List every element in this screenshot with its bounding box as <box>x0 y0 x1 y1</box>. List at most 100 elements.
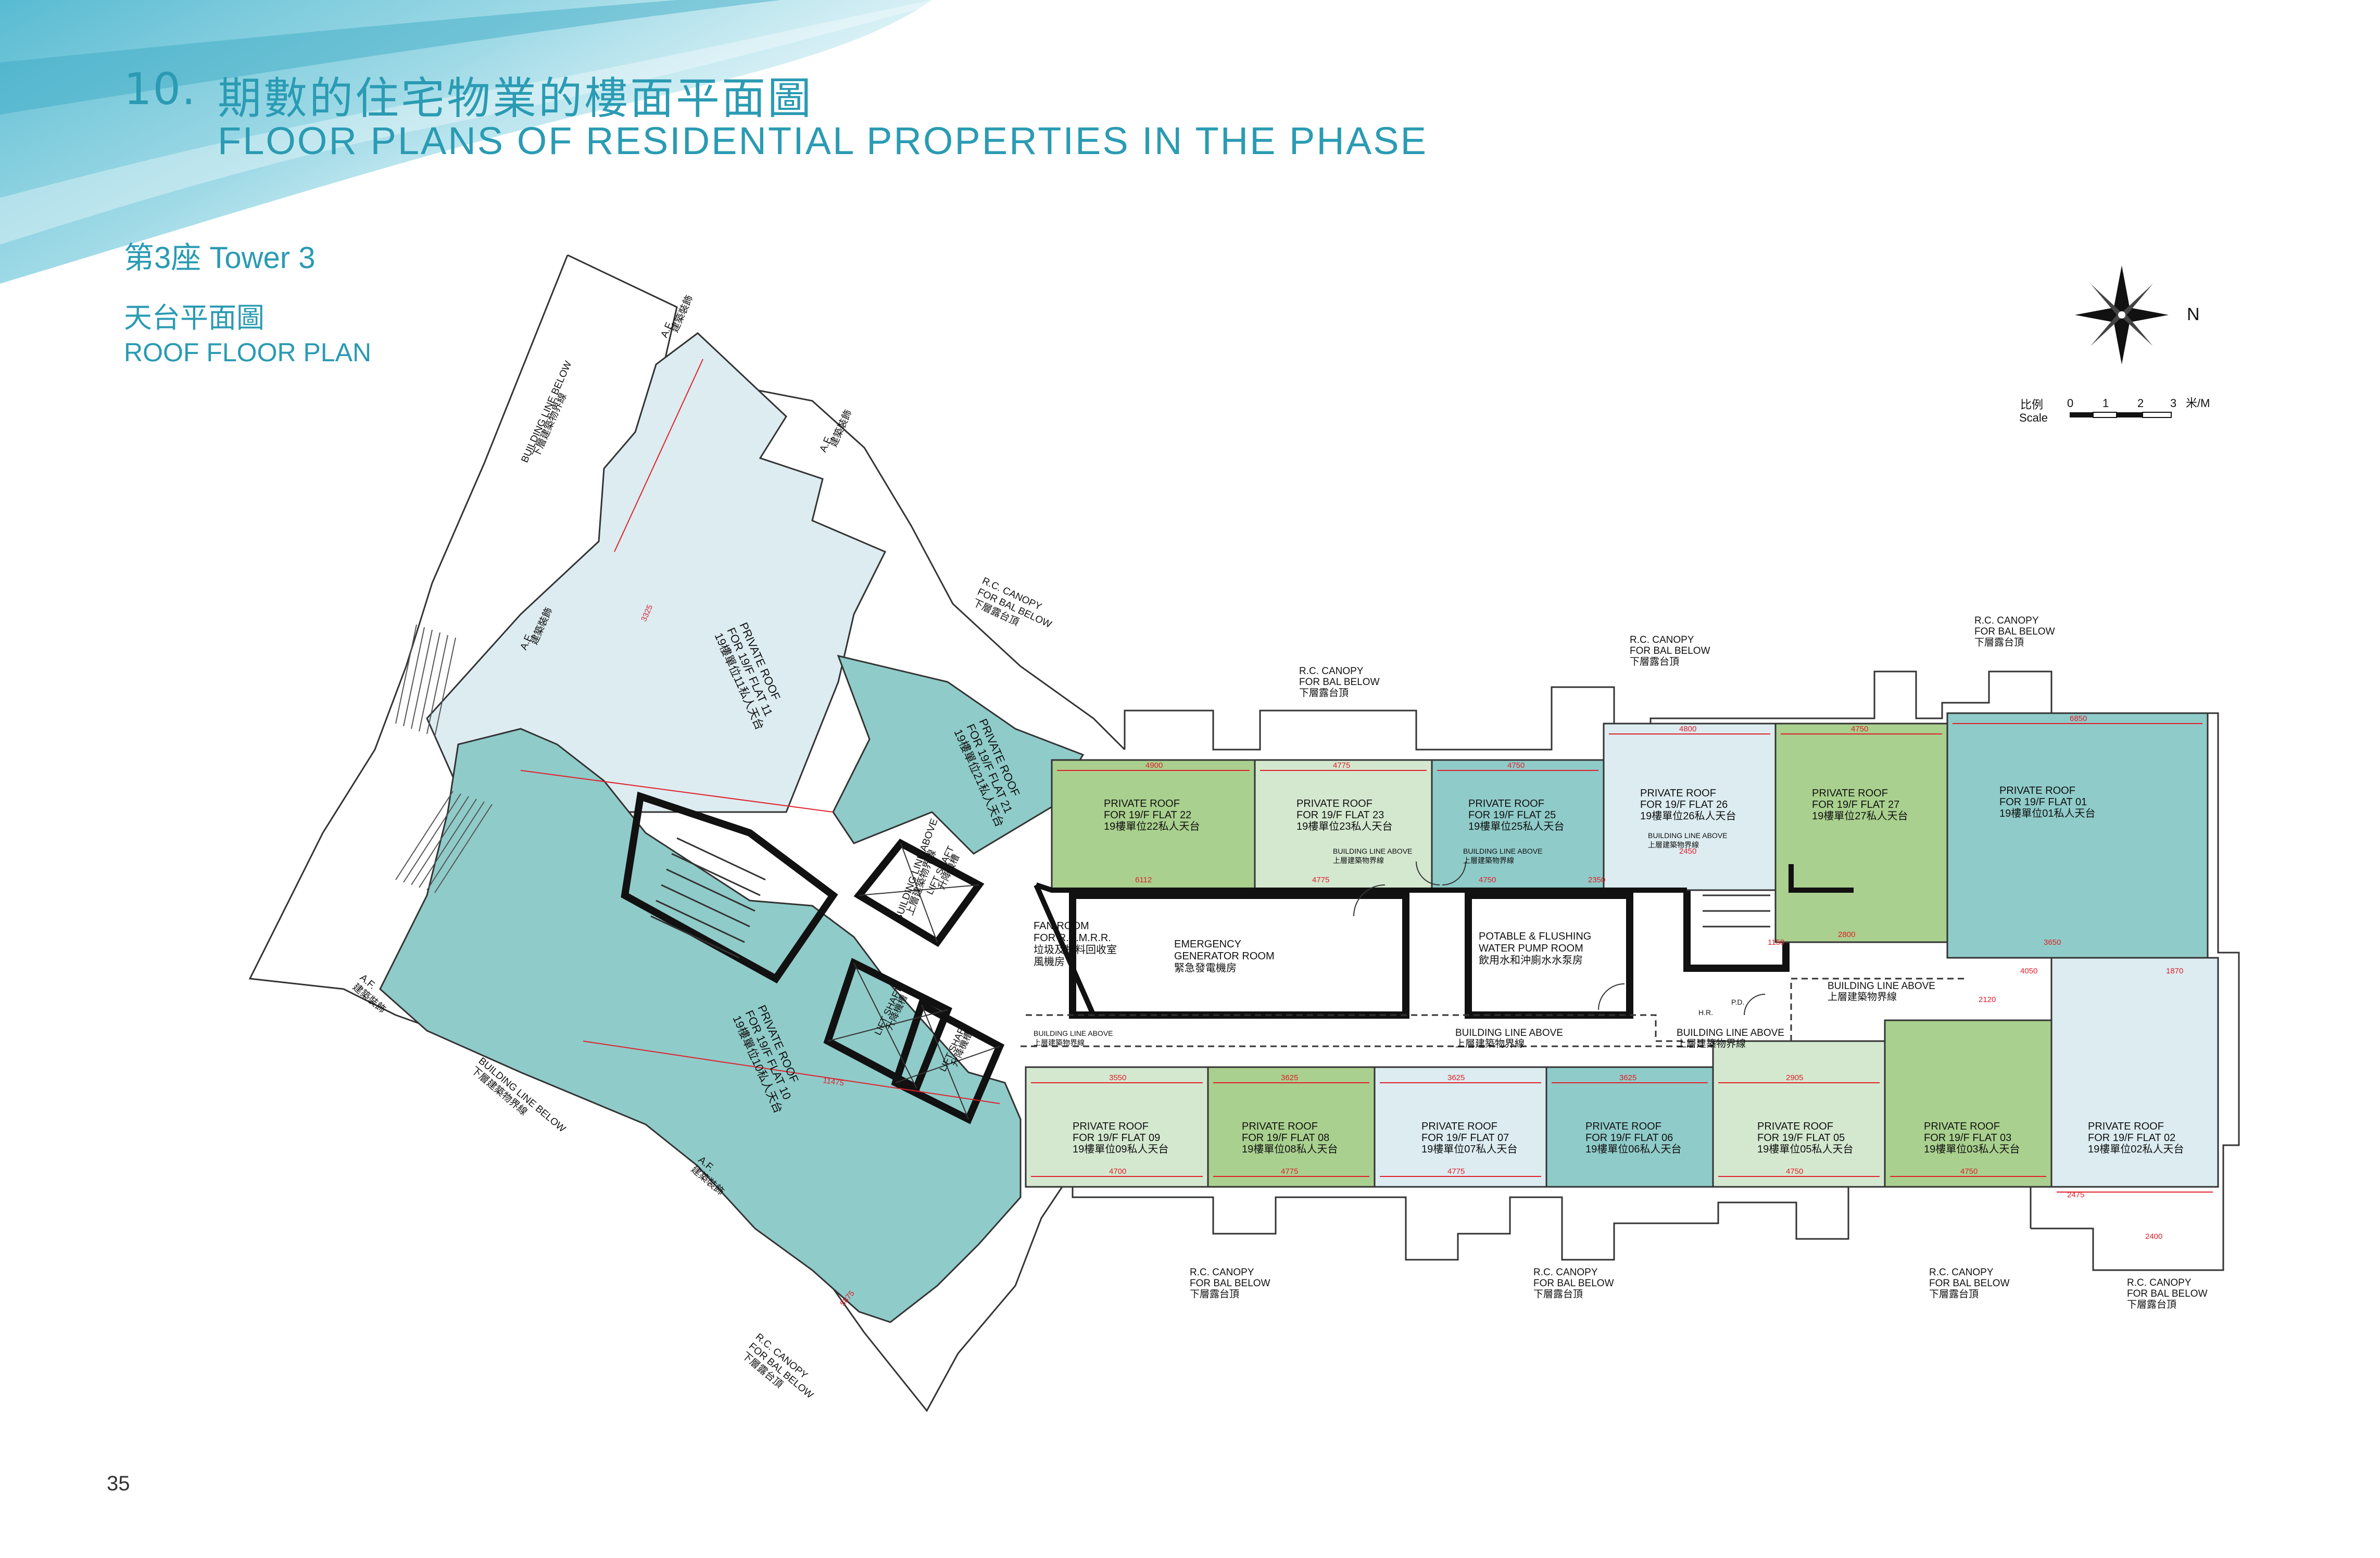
roof-flat-26 <box>1603 723 1777 891</box>
roof-23-l2: FOR 19/F FLAT 23 <box>1296 809 1384 821</box>
canopy-note-3-l1: R.C. CANOPY <box>1974 615 2039 626</box>
bla-note-3-zh: 上層建築物界線 <box>1677 1038 1746 1049</box>
page-number: 35 <box>107 1472 130 1495</box>
roof-07-l1: PRIVATE ROOF <box>1421 1121 1497 1132</box>
dim-bot-3: 3625 <box>1447 1073 1465 1082</box>
roof-01-l1: PRIVATE ROOF <box>1999 785 2075 796</box>
roof-27-l2: FOR 19/F FLAT 27 <box>1812 799 1899 810</box>
dim-misc-10: 2120 <box>1979 995 1996 1004</box>
roof-07-l2: FOR 19/F FLAT 07 <box>1421 1132 1509 1144</box>
roof-01-l2: FOR 19/F FLAT 01 <box>1999 796 2087 808</box>
canopy-note-6-l3: 下層露台頂 <box>1929 1288 1979 1300</box>
dim-bot-8: 4775 <box>1447 1167 1465 1176</box>
canopy-note-5-l2: FOR BAL BELOW <box>1533 1278 1614 1289</box>
canopy-note-6-l1: R.C. CANOPY <box>1929 1267 1994 1278</box>
dim-misc-9: 1870 <box>2166 967 2183 976</box>
roof-flat-01 <box>1946 712 2209 959</box>
roof-03-l3: 19樓單位03私人天台 <box>1924 1143 2020 1155</box>
dim-top-2: 4775 <box>1333 761 1350 770</box>
fan-room-l4: 風機房 <box>1034 956 1065 968</box>
section-title-en: FLOOR PLANS OF RESIDENTIAL PROPERTIES IN… <box>218 119 1428 162</box>
dim-top-5: 4750 <box>1851 725 1868 733</box>
roof-05-l1: PRIVATE ROOF <box>1757 1121 1833 1132</box>
canopy-note-4-l1: R.C. CANOPY <box>1190 1267 1254 1278</box>
bla-note-5-zh: 上層建築物界線 <box>1333 856 1384 865</box>
roof-26-l2: FOR 19/F FLAT 26 <box>1640 799 1728 810</box>
roof-flat-05 <box>1712 1040 1886 1188</box>
canopy-note-3-l2: FOR BAL BELOW <box>1974 626 2055 637</box>
roof-flat-02 <box>2050 957 2219 1188</box>
dim-bot-7: 4775 <box>1281 1167 1298 1176</box>
fan-room-l2: FOR R.S.M.R.R. <box>1034 932 1111 944</box>
lift-cross-marks <box>827 843 1000 1120</box>
roof-08-l3: 19樓單位08私人天台 <box>1242 1143 1338 1155</box>
af-note-2-zh: 建築裝飾 <box>827 408 854 449</box>
roof-03-l1: PRIVATE ROOF <box>1924 1121 2000 1132</box>
roof-05-l2: FOR 19/F FLAT 05 <box>1757 1132 1845 1144</box>
roof-06-l3: 19樓單位06私人天台 <box>1585 1143 1682 1155</box>
generator-room-l3: 緊急發電機房 <box>1174 962 1237 974</box>
floor-title-en: ROOF FLOOR PLAN <box>124 338 372 367</box>
bla-note-4-en: BUILDING LINE ABOVE <box>1034 1029 1113 1037</box>
scale-unit: 米/M <box>2186 397 2210 410</box>
fan-room-l3: 垃圾及物料回收室 <box>1034 944 1117 956</box>
blb-note-1-en: BUILDING LINE BELOW <box>519 360 574 465</box>
pump-room-l3: 飲用水和沖廁水水泵房 <box>1479 954 1583 966</box>
bla-note-2-zh: 上層建築物界線 <box>1455 1038 1525 1049</box>
canopy-note-7-l2: FOR BAL BELOW <box>2127 1288 2208 1299</box>
generator-room-l2: GENERATOR ROOM <box>1174 951 1275 962</box>
dim-misc-3: 4750 <box>1479 876 1496 884</box>
roof-09-l2: FOR 19/F FLAT 09 <box>1073 1132 1160 1144</box>
roof-22-l3: 19樓單位22私人天台 <box>1104 820 1200 832</box>
roof-23-l1: PRIVATE ROOF <box>1296 798 1372 809</box>
header-watercolor-band <box>0 0 932 284</box>
dim-misc-2: 4775 <box>1312 876 1329 884</box>
dim-misc-13: 2400 <box>2145 1232 2162 1241</box>
fan-room-l1: FAN ROOM <box>1034 920 1089 932</box>
north-label: N <box>2187 305 2200 324</box>
roof-flat-07 <box>1374 1066 1547 1188</box>
scale-tick-0: 0 <box>2067 397 2073 410</box>
dim-misc-1: 6112 <box>1135 876 1152 884</box>
canopy-note-5-l1: R.C. CANOPY <box>1533 1267 1598 1278</box>
canopy-note-7-l1: R.C. CANOPY <box>2127 1277 2192 1288</box>
roof-flat-23 <box>1254 759 1433 891</box>
roof-06-l1: PRIVATE ROOF <box>1585 1121 1661 1132</box>
dim-misc-12: 2475 <box>2067 1190 2084 1199</box>
roof-08-l2: FOR 19/F FLAT 08 <box>1242 1132 1329 1144</box>
roof-flat-03 <box>1884 1019 2052 1188</box>
canopy-note-2-l1: R.C. CANOPY <box>1630 635 1694 645</box>
dim-misc-14: 11475 <box>822 1076 845 1087</box>
dim-misc-4: 2350 <box>1588 876 1605 884</box>
roof-flat-10 <box>379 728 1022 1323</box>
roof-08-l1: PRIVATE ROOF <box>1242 1121 1318 1132</box>
roof-flat-25 <box>1431 759 1605 891</box>
roof-26-l3: 19樓單位26私人天台 <box>1640 810 1736 822</box>
dim-misc-7: 3650 <box>2044 938 2061 947</box>
generator-room-l1: EMERGENCY <box>1174 939 1241 950</box>
section-title-zh: 期數的住宅物業的樓面平面圖 <box>218 73 814 124</box>
roof-02-l1: PRIVATE ROOF <box>2088 1121 2164 1132</box>
roof-07-l3: 19樓單位07私人天台 <box>1421 1143 1518 1155</box>
dim-top-3: 4750 <box>1507 761 1525 770</box>
stair-treads <box>650 837 1770 959</box>
roof-06-l2: FOR 19/F FLAT 06 <box>1585 1132 1673 1144</box>
dim-misc-6: 2800 <box>1838 930 1855 939</box>
dim-bot-10: 4750 <box>1960 1167 1978 1176</box>
scale-tick-2: 2 <box>2137 397 2144 410</box>
roof-09-l1: PRIVATE ROOF <box>1073 1121 1149 1132</box>
roof-01-l3: 19樓單位01私人天台 <box>1999 807 2096 819</box>
door-swings <box>1353 861 1766 1016</box>
dim-top-6: 6850 <box>2070 714 2087 723</box>
canopy-note-7-l3: 下層露台頂 <box>2127 1299 2176 1310</box>
pd-note: P.D. <box>1731 998 1744 1006</box>
roof-flat-09 <box>1025 1066 1209 1188</box>
dim-misc-11: 1150 <box>1768 938 1784 947</box>
roof-23-l3: 19樓單位23私人天台 <box>1296 820 1393 832</box>
corridor-walls <box>1034 864 1854 1017</box>
roof-09-l3: 19樓單位09私人天台 <box>1073 1143 1169 1155</box>
dim-bot-2: 3625 <box>1281 1073 1298 1082</box>
roof-25-l2: FOR 19/F FLAT 25 <box>1468 809 1556 821</box>
dimension-lines <box>520 359 2213 1193</box>
